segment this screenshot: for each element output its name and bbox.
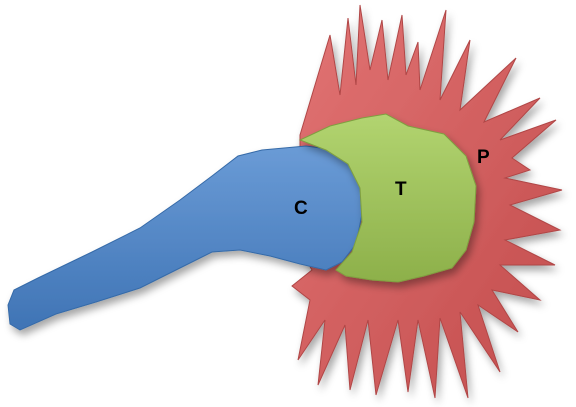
peripheral-region-label: P	[477, 147, 490, 168]
central-region	[8, 146, 362, 330]
transition-region-label: T	[395, 179, 407, 200]
central-region-label: C	[294, 198, 308, 219]
